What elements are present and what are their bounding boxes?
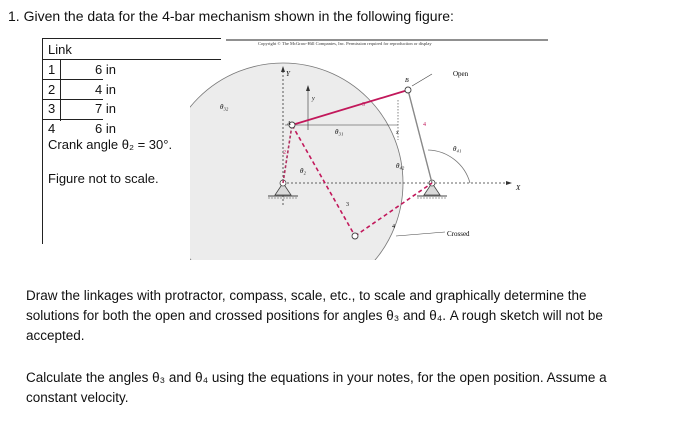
label-A: A [286, 121, 291, 127]
rocker-link-4-crossed [354, 182, 433, 237]
joint-b-crossed [351, 232, 359, 240]
link-number-3: 3 [48, 101, 56, 116]
copyright-text: Copyright © The McGraw-Hill Companies, I… [258, 41, 432, 47]
label-theta3-1: θ₃₁ [335, 128, 343, 136]
four-bar-mechanism-figure: Copyright © The McGraw-Hill Companies, I… [190, 39, 548, 260]
instruction-graphical-line-3: accepted. [26, 328, 85, 343]
label-theta4-2: θ₄₂ [396, 162, 405, 170]
link-length-2: 4 in [95, 82, 116, 97]
crossed-leader [395, 231, 446, 237]
local-y-arrow [306, 85, 310, 91]
row-divider [43, 119, 103, 120]
label-x: x [395, 130, 399, 136]
label-open: Open [453, 70, 469, 78]
joint-b-open [404, 86, 412, 94]
coupler-link-3-open [291, 89, 409, 126]
link-header: Link [48, 42, 72, 57]
open-leader [411, 73, 433, 87]
label-theta4-1: θ₄₁ [453, 145, 461, 153]
rocker-arc [427, 149, 471, 184]
label-crossed: Crossed [447, 230, 470, 238]
label-link-3-crossed: 3 [346, 202, 349, 208]
instruction-calculate-line-2: constant velocity. [26, 390, 129, 405]
label-y: y [311, 96, 315, 102]
link-number-4: 4 [48, 121, 56, 136]
row-divider [43, 99, 103, 100]
coupler-link-3-crossed [291, 124, 356, 237]
row-divider [43, 79, 103, 80]
link-length-4: 6 in [95, 121, 116, 136]
link-length-3: 7 in [95, 101, 116, 116]
scale-note: Figure not to scale. [48, 171, 159, 186]
crank-path-circle [190, 62, 404, 260]
link-number-1: 1 [48, 62, 56, 77]
label-link-3-open: 3 [362, 102, 365, 108]
label-link-2: 2 [283, 150, 286, 156]
link-length-1: 6 in [95, 62, 116, 77]
link-data-table: Link 1 6 in 2 4 in 3 7 in 4 6 in Crank a… [42, 38, 221, 244]
joint-a [288, 121, 296, 129]
header-divider [43, 59, 221, 60]
crank-angle: Crank angle θ₂ = 30°. [48, 137, 173, 152]
link-number-2: 2 [48, 82, 56, 97]
label-theta2: θ₂ [300, 167, 306, 175]
ground-pivot-o4 [417, 179, 447, 199]
label-B: B [405, 78, 409, 84]
instruction-graphical-line-2: solutions for both the open and crossed … [26, 308, 603, 323]
x-axis-arrow [506, 181, 512, 185]
label-X: X [515, 184, 521, 192]
y-axis-arrow [281, 66, 285, 72]
column-divider [60, 59, 61, 121]
label-link-4-open: 4 [423, 122, 426, 128]
instruction-graphical-line-1: Draw the linkages with protractor, compa… [26, 288, 587, 303]
label-Y: Y [286, 70, 291, 78]
label-theta3-2: θ₃₂ [220, 103, 229, 111]
label-link-4-crossed: 4 [392, 224, 395, 230]
instruction-calculate-line-1: Calculate the angles θ₃ and θ₄ using the… [26, 370, 607, 385]
question-title: 1. Given the data for the 4-bar mechanis… [8, 8, 454, 24]
rocker-link-4-open [407, 89, 433, 184]
